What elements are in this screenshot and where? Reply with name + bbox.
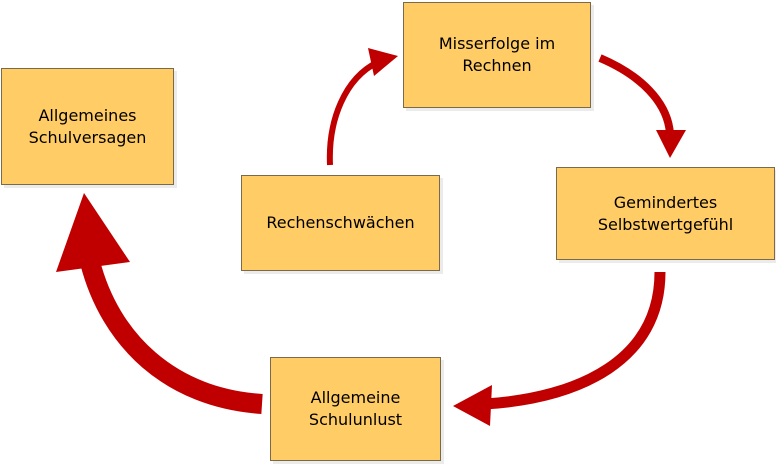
node-gemindertes-selbstwertgefuehl: Gemindertes Selbstwertgefühl (556, 167, 775, 260)
node-text-line1: Misserfolge im (438, 34, 556, 53)
node-text-line2: Schulversagen (28, 127, 147, 147)
arrow-misserfolge-to-selbstwert (598, 54, 686, 158)
arrow-selbstwert-to-schulunlust (453, 271, 666, 426)
node-misserfolge-im-rechnen: Misserfolge im Rechnen (403, 2, 591, 108)
arrow-schulunlust-to-schulversagen (56, 193, 263, 414)
node-allgemeines-schulversagen: Allgemeines Schulversagen (1, 68, 174, 185)
node-text-line2: Rechnen (462, 56, 532, 75)
node-text-line2: Selbstwertgefühl (597, 214, 734, 234)
node-allgemeine-schulunlust: Allgemeine Schulunlust (270, 357, 441, 461)
node-rechenschwaechen: Rechenschwächen (241, 175, 440, 271)
node-text-line1: Rechenschwächen (266, 213, 415, 232)
arrow-rechenschwaechen-to-misserfolge (326, 48, 398, 166)
node-text-line1: Allgemeines (38, 105, 137, 125)
node-text-line2: Schulunlust (308, 410, 403, 429)
node-text-line1: Allgemeine (310, 388, 401, 407)
node-text-line1: Gemindertes (613, 192, 718, 212)
